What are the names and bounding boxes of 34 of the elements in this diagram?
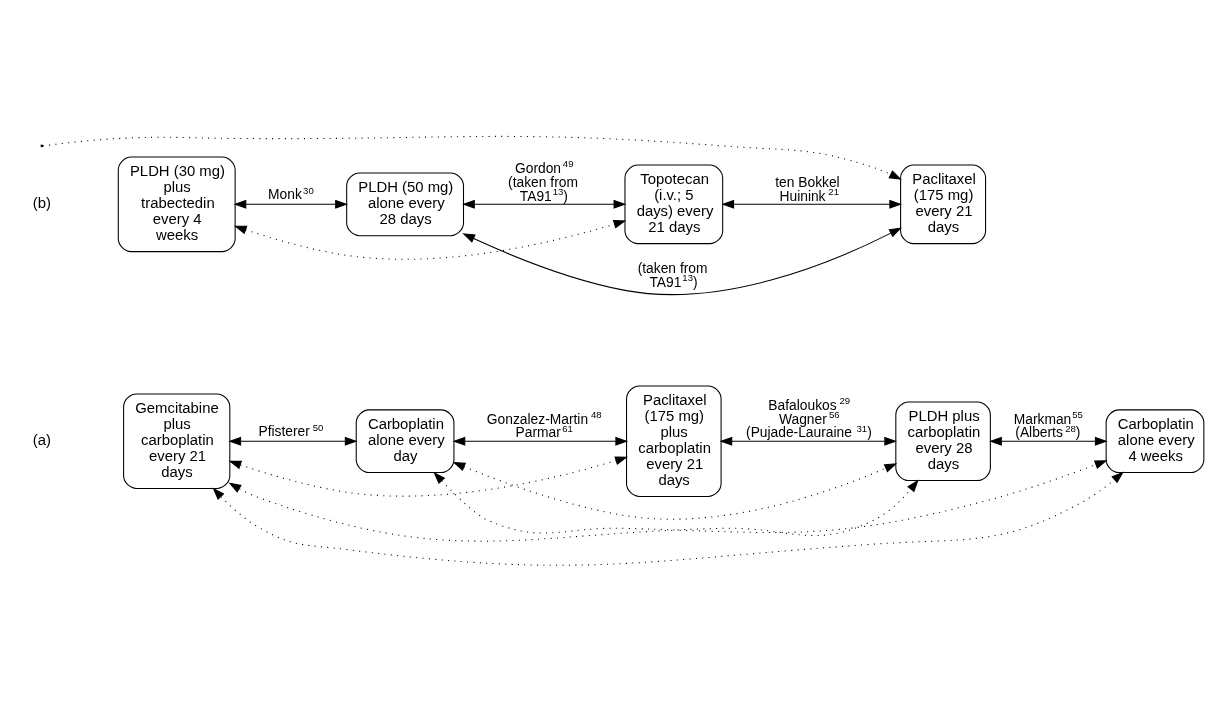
arrow	[228, 436, 358, 446]
edge-label: Monk$^{30}$	[268, 184, 314, 203]
arrow	[228, 456, 628, 497]
node-box: Carboplatin alone every 4 weeks	[1105, 409, 1205, 474]
arrow	[462, 227, 902, 296]
node-box: Gemcitabine plus carboplatin every 21 days	[123, 393, 231, 489]
node-box: PLDH (30 mg) plus trabectedin every 4 weeks	[117, 156, 236, 253]
edge-label: Pfisterer$^{50}$	[258, 421, 324, 440]
edge-label: Gordon$^{49}$ (taken from TA91$^{13}$)	[508, 158, 578, 204]
arrow	[452, 436, 629, 446]
node-box: Topotecan (i.v.; 5 days) every 21 days	[624, 164, 724, 245]
edge-label: (taken from TA91$^{13}$)	[637, 260, 708, 290]
edge-label: Markman$^{55}$ (Alberts$^{28}$)	[1013, 409, 1083, 441]
arrow	[721, 199, 903, 209]
edge-label: Bafaloukos$^{29}$ Wagner$^{56}$ (Pujade-Lauraine$^{31}$)	[746, 395, 872, 441]
arrow	[42, 135, 902, 180]
arrow	[233, 220, 627, 260]
label: (a)	[32, 432, 51, 449]
arrow	[452, 461, 898, 520]
node-box: Paclitaxel (175 mg) every 21 days	[900, 164, 987, 245]
label: (b)	[32, 195, 51, 212]
arrow	[462, 199, 627, 209]
edge-label: ten Bokkel Huinink$^{21}$	[775, 174, 840, 204]
arrow	[233, 199, 348, 209]
arrow	[719, 436, 898, 446]
arrow	[433, 460, 1108, 534]
node-box: PLDH plus carboplatin every 28 days	[895, 401, 991, 482]
arrow	[228, 479, 919, 542]
node-box: Paclitaxel (175 mg) plus carboplatin every 21 days	[626, 385, 722, 497]
arrow	[989, 436, 1108, 446]
node-box: Carboplatin alone every day	[355, 409, 455, 474]
node-box: PLDH (50 mg) alone every 28 days	[346, 172, 465, 237]
edge-label: Gonzalez-Martin$^{48}$ Parmar$^{61}$	[486, 409, 602, 441]
arrow	[212, 471, 1124, 566]
